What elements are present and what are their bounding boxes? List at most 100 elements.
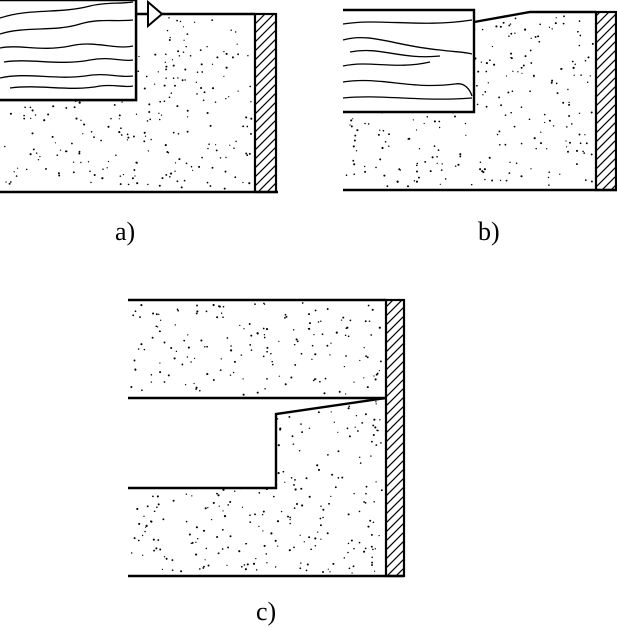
concrete-stipple-dot xyxy=(150,381,153,383)
concrete-stipple-dot xyxy=(214,101,217,103)
concrete-stipple-dot xyxy=(225,98,227,100)
concrete-stipple-dot xyxy=(561,68,563,70)
concrete-stipple-dot xyxy=(508,172,511,175)
concrete-stipple-dot xyxy=(347,513,350,516)
concrete-stipple-dot xyxy=(9,181,12,183)
concrete-stipple-dot xyxy=(276,520,280,523)
concrete-stipple-dot xyxy=(578,112,581,115)
concrete-stipple-dot xyxy=(255,569,258,571)
concrete-stipple-dot xyxy=(300,352,303,355)
concrete-stipple-dot xyxy=(277,444,280,447)
concrete-stipple-dot xyxy=(481,170,484,173)
concrete-stipple-dot xyxy=(555,17,557,19)
concrete-stipple-dot xyxy=(107,125,110,128)
concrete-stipple-dot xyxy=(485,62,488,65)
concrete-stipple-dot xyxy=(315,378,317,380)
concrete-stipple-dot xyxy=(263,336,266,339)
concrete-stipple-dot xyxy=(207,564,210,567)
concrete-stipple-dot xyxy=(548,171,551,174)
concrete-stipple-dot xyxy=(156,326,159,328)
concrete-stipple-dot xyxy=(285,315,288,318)
concrete-stipple-dot xyxy=(314,353,317,356)
concrete-stipple-dot xyxy=(565,146,568,148)
panel-a-formwork-wall xyxy=(253,12,278,194)
concrete-stipple-dot xyxy=(440,169,443,171)
concrete-stipple-dot xyxy=(133,537,136,540)
concrete-stipple-dot xyxy=(151,336,154,339)
concrete-stipple-dot xyxy=(369,519,372,522)
concrete-stipple-dot xyxy=(231,56,234,59)
concrete-stipple-dot xyxy=(290,376,293,379)
concrete-stipple-dot xyxy=(375,481,377,483)
concrete-stipple-dot xyxy=(522,64,525,67)
concrete-stipple-dot xyxy=(295,502,299,506)
concrete-stipple-dot xyxy=(354,134,357,137)
concrete-stipple-dot xyxy=(222,305,225,308)
concrete-stipple-dot xyxy=(375,166,377,169)
concrete-stipple-dot xyxy=(195,386,198,389)
concrete-stipple-dot xyxy=(177,77,179,79)
concrete-stipple-dot xyxy=(174,84,176,87)
concrete-stipple-dot xyxy=(326,344,329,347)
concrete-stipple-dot xyxy=(491,179,494,182)
concrete-stipple-dot xyxy=(72,171,75,174)
concrete-stipple-dot xyxy=(329,571,331,573)
concrete-stipple-dot xyxy=(382,129,385,132)
concrete-stipple-dot xyxy=(182,51,185,53)
concrete-stipple-dot xyxy=(511,90,514,92)
concrete-stipple-dot xyxy=(31,132,34,135)
concrete-stipple-dot xyxy=(190,165,193,168)
concrete-stipple-dot xyxy=(530,168,532,170)
concrete-stipple-dot xyxy=(433,120,436,123)
concrete-stipple-dot xyxy=(367,525,370,528)
concrete-stipple-dot xyxy=(180,186,183,189)
concrete-stipple-dot xyxy=(299,567,302,570)
concrete-stipple-dot xyxy=(548,184,550,186)
concrete-stipple-dot xyxy=(255,557,257,560)
concrete-stipple-dot xyxy=(292,329,295,331)
concrete-stipple-dot xyxy=(90,181,92,184)
concrete-stipple-dot xyxy=(262,510,265,513)
concrete-stipple-dot xyxy=(203,565,205,568)
panel-c-formwork-wall xyxy=(384,298,406,578)
panel-a: a) xyxy=(0,0,278,246)
concrete-stipple-dot xyxy=(371,440,373,443)
concrete-stipple-dot xyxy=(444,178,447,180)
concrete-stipple-dot xyxy=(367,304,370,307)
concrete-stipple-dot xyxy=(126,139,128,141)
concrete-stipple-dot xyxy=(233,490,236,492)
concrete-stipple-dot xyxy=(580,74,582,76)
concrete-stipple-dot xyxy=(314,537,317,540)
concrete-stipple-dot xyxy=(324,377,327,380)
concrete-stipple-dot xyxy=(211,63,214,65)
concrete-stipple-dot xyxy=(368,320,371,322)
concrete-stipple-dot xyxy=(457,163,460,166)
concrete-stipple-dot xyxy=(29,153,32,156)
concrete-stipple-dot xyxy=(366,386,369,389)
concrete-stipple-dot xyxy=(514,17,517,20)
concrete-stipple-dot xyxy=(195,388,197,390)
concrete-stipple-dot xyxy=(219,369,222,371)
concrete-stipple-dot xyxy=(250,334,253,337)
concrete-stipple-dot xyxy=(127,183,130,186)
concrete-stipple-dot xyxy=(222,510,224,512)
concrete-stipple-dot xyxy=(242,393,245,396)
concrete-stipple-dot xyxy=(312,379,315,382)
concrete-stipple-dot xyxy=(206,46,208,48)
concrete-stipple-dot xyxy=(195,553,198,556)
concrete-stipple-dot xyxy=(493,63,496,66)
concrete-stipple-dot xyxy=(372,424,375,427)
concrete-stipple-dot xyxy=(520,142,523,145)
concrete-stipple-dot xyxy=(322,571,324,573)
concrete-stipple-dot xyxy=(162,518,165,521)
concrete-stipple-dot xyxy=(288,549,291,552)
concrete-stipple-dot xyxy=(388,133,390,136)
concrete-stipple-dot xyxy=(365,355,368,358)
concrete-stipple-dot xyxy=(216,56,219,59)
concrete-stipple-dot xyxy=(574,63,576,65)
concrete-stipple-dot xyxy=(227,546,230,549)
concrete-stipple-dot xyxy=(143,131,146,134)
concrete-stipple-dot xyxy=(326,308,329,310)
concrete-stipple-dot xyxy=(363,550,366,553)
concrete-stipple-dot xyxy=(119,175,122,177)
